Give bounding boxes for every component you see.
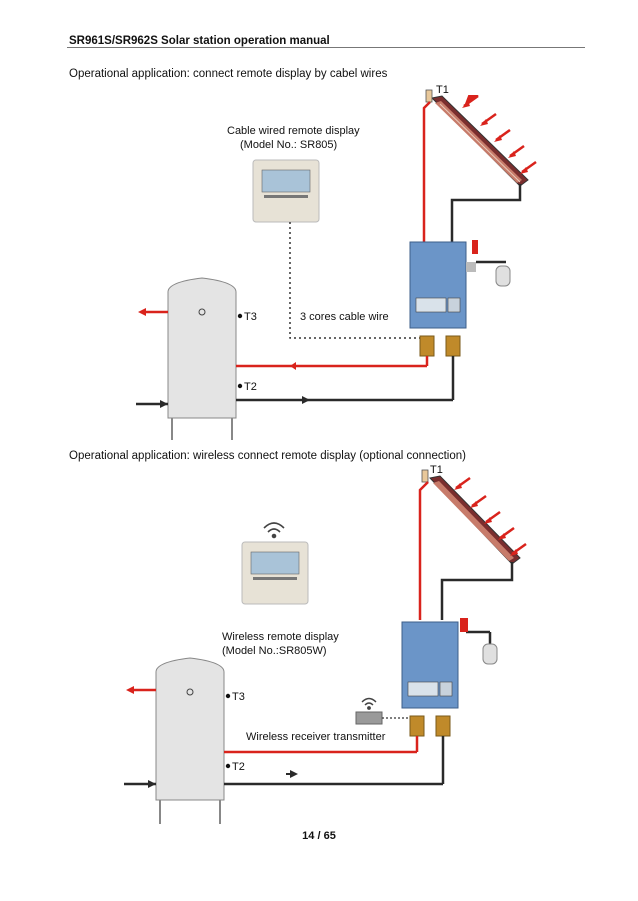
solar-collector-1 (430, 95, 529, 187)
header-divider (67, 47, 585, 48)
header-title: SR961S/SR962S Solar station operation ma… (69, 35, 330, 47)
section2-heading: Operational application: wireless connec… (69, 450, 466, 462)
page-current: 14 (302, 830, 315, 842)
wifi-icon (263, 522, 285, 539)
sun-arrows-2 (454, 476, 527, 556)
valve-left-2 (409, 715, 425, 737)
expansion-vessel-1 (472, 240, 511, 287)
section2-display-label-1: Wireless remote display (222, 631, 339, 643)
receiver-wifi-icon (361, 697, 377, 710)
page-total: 65 (323, 830, 336, 842)
section1-sensor-t3: T3 (244, 311, 257, 323)
section2-sensor-t1: T1 (430, 464, 443, 476)
section2-receiver-label: Wireless receiver transmitter (246, 731, 386, 743)
valve-right-2 (435, 715, 451, 737)
section1-cable-label: 3 cores cable wire (300, 311, 389, 323)
storage-tank-2 (155, 657, 231, 824)
page-separator: / (314, 830, 324, 842)
solar-collector-2 (429, 475, 521, 565)
section1-display-label-2: (Model No.: SR805) (240, 139, 338, 151)
section2-display-label-2: (Model No.:SR805W) (222, 645, 327, 657)
section1-sensor-t2: T2 (244, 381, 257, 393)
section1-sensor-t1: T1 (436, 84, 449, 96)
pump-station-2 (401, 618, 490, 709)
storage-tank-1 (167, 277, 243, 440)
remote-display-1 (252, 159, 320, 223)
pump-station-1 (409, 241, 500, 329)
t1-sensor-2 (421, 469, 429, 483)
sun-arrows-1 (462, 94, 537, 174)
section1-heading: Operational application: connect remote … (69, 68, 388, 80)
section1-display-label-1: Cable wired remote display (227, 125, 360, 137)
expansion-vessel-2 (482, 632, 498, 665)
wireless-remote-display (241, 541, 309, 605)
wireless-receiver (355, 697, 383, 725)
section2-sensor-t2: T2 (232, 761, 245, 773)
section2-sensor-t3: T3 (232, 691, 245, 703)
page-number: 14 / 65 (0, 830, 638, 842)
